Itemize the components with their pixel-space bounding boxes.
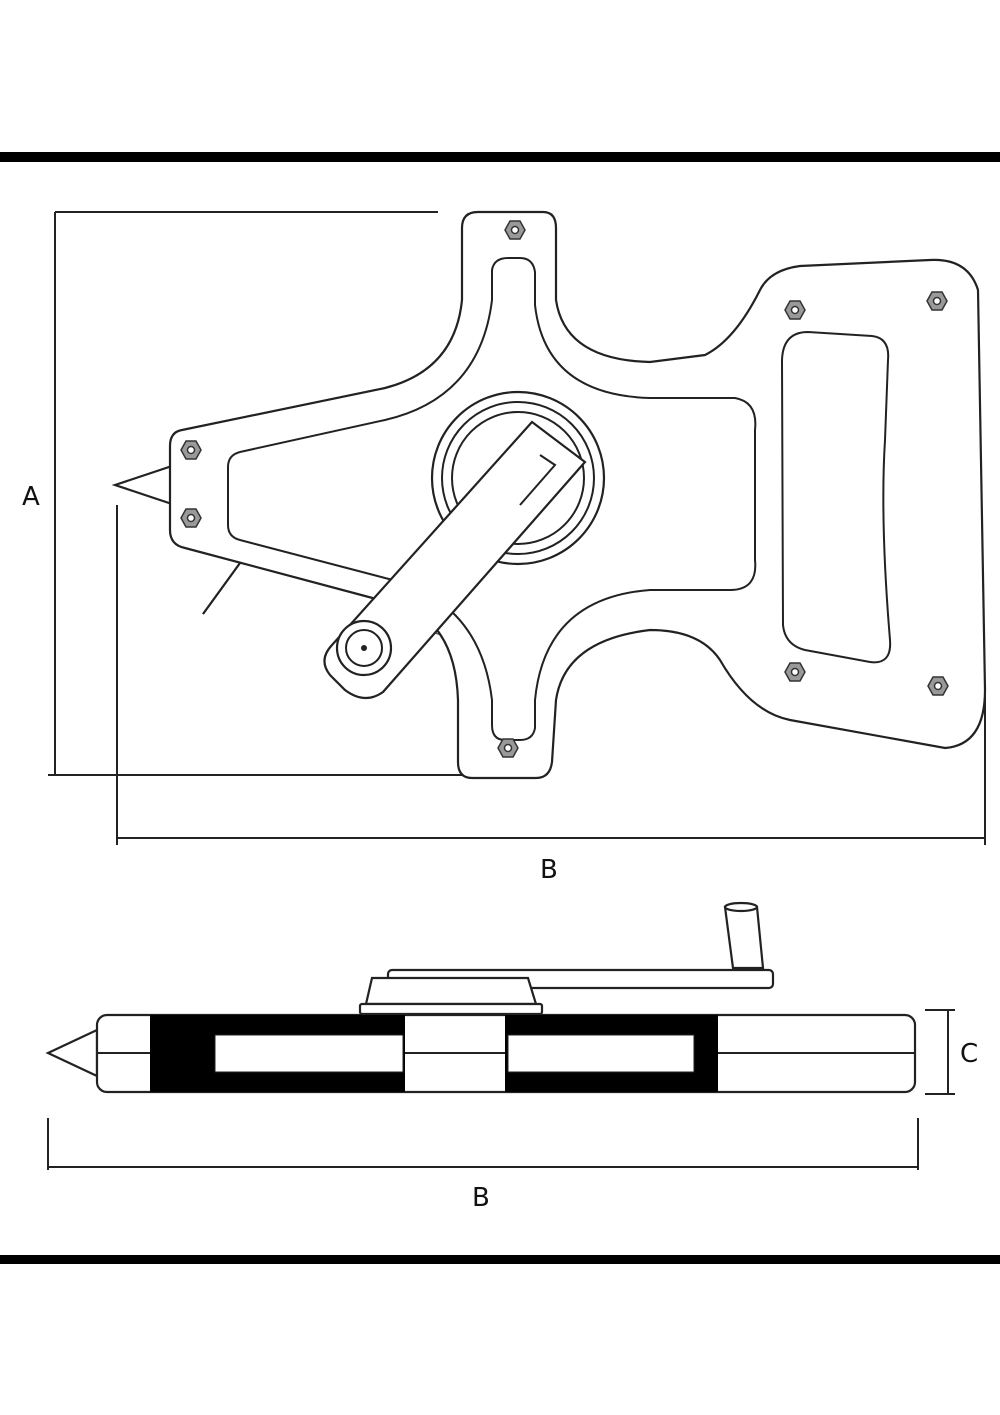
bolt-icon <box>504 220 526 240</box>
crank-handle <box>723 905 765 970</box>
bolt-icon <box>497 738 519 758</box>
bolts <box>180 220 949 758</box>
bolt-icon <box>784 300 806 320</box>
crank-arm <box>323 420 587 700</box>
bolt-icon <box>180 508 202 528</box>
top-border-bar <box>0 152 1000 162</box>
side-view: C B <box>45 901 978 1213</box>
dimension-c: C <box>925 1009 978 1095</box>
bolt-icon <box>784 662 806 682</box>
dimension-b-top: B <box>116 505 986 885</box>
handle-grip-cutout <box>780 330 892 664</box>
dimension-b-side: B <box>47 1118 919 1213</box>
hub-side <box>364 976 538 1006</box>
label-b-top: B <box>540 855 558 885</box>
bolt-icon <box>927 676 949 696</box>
label-c: C <box>960 1039 978 1069</box>
bolt-icon <box>926 291 948 311</box>
top-view: A B <box>22 210 987 885</box>
bottom-border-bar <box>0 1255 1000 1264</box>
bolt-icon <box>180 440 202 460</box>
point-tip <box>111 464 174 506</box>
label-a: A <box>22 482 40 512</box>
point-tip-side <box>45 1028 99 1078</box>
label-b-side: B <box>472 1183 490 1213</box>
